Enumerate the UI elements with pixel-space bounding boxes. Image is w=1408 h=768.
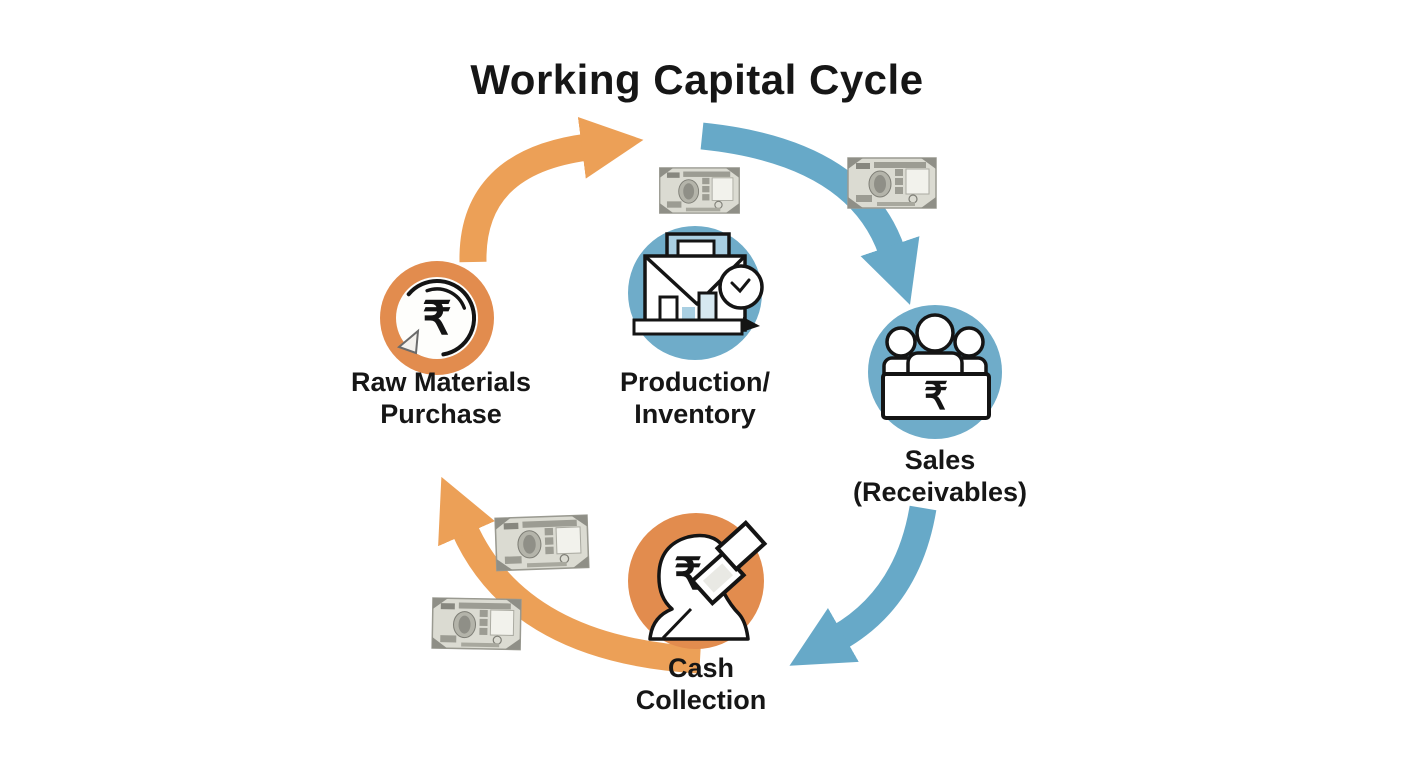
label-line: Cash xyxy=(667,653,735,683)
label-line: (Receivables) xyxy=(852,477,1028,507)
banknote-icon xyxy=(658,167,741,214)
label-line: Purchase xyxy=(380,399,502,429)
arrow-production-to-sales xyxy=(700,122,920,305)
label-sales-receivables: Sales (Receivables) xyxy=(780,444,1100,508)
label-line: Production/ xyxy=(620,367,770,397)
banknote-icon xyxy=(494,514,590,572)
factory-clock-icon xyxy=(632,232,764,336)
rupee-cycle-icon: ₹ xyxy=(396,277,478,359)
label-production-inventory: Production/ Inventory xyxy=(535,366,855,430)
svg-text:₹: ₹ xyxy=(422,292,451,344)
node-production-inventory xyxy=(628,226,764,360)
arrow-cash-to-raw xyxy=(438,476,701,674)
label-line: Inventory xyxy=(634,399,756,429)
arrow-sales-to-cash xyxy=(789,505,937,666)
node-cash-collection: ₹ xyxy=(628,513,768,649)
label-line: Raw Materials xyxy=(350,367,532,397)
banknote-icon xyxy=(431,597,522,651)
customers-rupee-table-icon: ₹ xyxy=(881,313,991,420)
banknote-icon xyxy=(847,157,937,209)
person-rupee-banknotes-icon: ₹ xyxy=(648,520,768,641)
label-line: Collection xyxy=(635,685,767,715)
svg-text:₹: ₹ xyxy=(924,376,948,418)
node-raw-materials-purchase: ₹ xyxy=(380,261,494,375)
node-sales-receivables: ₹ xyxy=(868,305,1002,439)
label-raw-materials-purchase: Raw Materials Purchase xyxy=(281,366,601,430)
diagram-title: Working Capital Cycle xyxy=(470,56,924,103)
label-cash-collection: Cash Collection xyxy=(541,652,861,716)
arrow-raw-to-production xyxy=(459,116,644,263)
label-line: Sales xyxy=(904,445,976,475)
